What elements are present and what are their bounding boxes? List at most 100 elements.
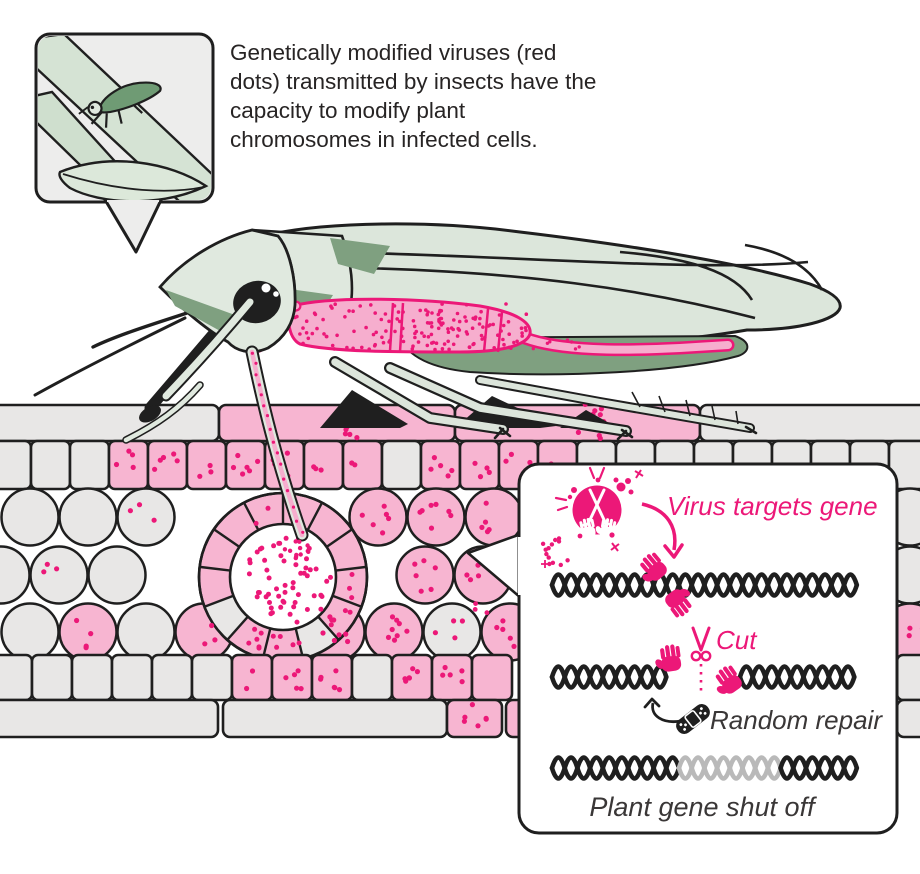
virus-dot — [324, 578, 330, 584]
tissue-cell — [190, 653, 234, 702]
virus-dot — [301, 326, 305, 330]
virus-dot — [414, 669, 420, 675]
virus-dot — [496, 333, 500, 338]
virus-dot — [386, 515, 392, 522]
virus-dot — [351, 346, 355, 351]
virus-dot — [278, 553, 284, 559]
virus-dot — [347, 609, 353, 615]
virus-dot — [358, 304, 363, 308]
virus-dot — [475, 573, 482, 579]
virus-dot — [264, 567, 270, 573]
virus-dot — [246, 571, 252, 577]
virus-dot — [392, 304, 397, 308]
virus-dot — [452, 318, 456, 322]
virus-dot — [333, 668, 339, 674]
tissue-cell — [0, 653, 34, 702]
virus-dot — [294, 519, 299, 523]
virus-dot — [292, 600, 298, 605]
tissue-cell-round — [116, 487, 176, 547]
virus-dot — [384, 329, 388, 333]
virus-dot — [447, 347, 451, 352]
virus-dot — [274, 644, 280, 650]
virus-dot — [282, 547, 288, 552]
virus-dot — [387, 319, 391, 324]
leg-bristles — [631, 391, 739, 425]
virus-scissors-icon — [586, 488, 608, 526]
mini-insect-head — [87, 100, 103, 117]
front-foot — [123, 382, 203, 443]
virus-dot — [370, 522, 376, 528]
virus-dot — [507, 332, 512, 337]
mini-insect-body — [97, 81, 162, 114]
virus-dot — [436, 326, 441, 331]
virus-dot — [575, 429, 582, 435]
virus-dot — [127, 508, 133, 514]
virus-dot — [254, 636, 260, 642]
virus-dot — [550, 560, 556, 565]
gene-editing-callout: Virus targets gene Cut Random repair Pla… — [466, 462, 899, 835]
virus-dot — [277, 634, 283, 639]
virus-dot — [313, 466, 319, 472]
virus-dot — [383, 312, 388, 316]
virus-dot — [509, 346, 513, 350]
virus-dot — [448, 512, 454, 519]
caption: Genetically modified viruses (red dots) … — [230, 40, 596, 152]
ring-divider — [306, 502, 324, 531]
virus-dot — [311, 593, 317, 599]
virus-dot — [389, 626, 395, 633]
tissue-cell — [224, 439, 267, 491]
hindgut-tube — [521, 334, 732, 354]
virus-dot — [508, 451, 514, 457]
scissors-icon — [690, 626, 712, 662]
virus-dot — [438, 321, 443, 325]
front-femur — [162, 298, 254, 400]
virus-dot — [207, 462, 213, 469]
virus-dot — [484, 610, 490, 616]
tissue-cell — [390, 653, 434, 702]
virus-dot — [276, 593, 282, 599]
virus-dot — [452, 635, 458, 641]
virus-dot — [258, 630, 264, 636]
virus-dot — [558, 562, 563, 568]
repair-loop-arrow-icon — [651, 702, 682, 724]
virus-dot — [373, 311, 378, 315]
virus-dot — [315, 326, 319, 331]
virus-dot — [470, 326, 475, 331]
tissue-cell — [380, 439, 423, 491]
virus-dot — [304, 607, 310, 612]
ring-divider — [335, 565, 367, 572]
virus-particle-spray — [540, 536, 570, 568]
virus-dot — [235, 452, 241, 459]
virus-dot — [343, 631, 349, 637]
virus-dot — [425, 343, 430, 348]
virus-dot — [359, 512, 365, 518]
virus-dot — [544, 551, 549, 557]
virus-dot — [413, 331, 417, 336]
virus-dot — [429, 321, 434, 325]
virus-dot — [259, 393, 263, 397]
virus-dot — [278, 604, 284, 610]
virus-spikes — [567, 477, 634, 539]
virus-dot — [301, 530, 305, 534]
virus-dots-spray — [282, 539, 311, 561]
virus-dot — [515, 339, 519, 344]
cheek-patch — [166, 290, 235, 332]
virus-dot — [247, 557, 253, 563]
virus-dot — [422, 334, 427, 339]
virus-dot — [413, 573, 419, 579]
virus-dot — [380, 335, 384, 340]
virus-dot — [502, 342, 506, 347]
claws — [493, 425, 758, 441]
virus-dot — [484, 465, 490, 471]
virus-dot — [74, 617, 80, 624]
hind-leg — [386, 364, 630, 435]
virus-dot — [469, 702, 475, 708]
virus-dot — [401, 310, 405, 314]
virus-dot — [329, 304, 333, 309]
virus-dot — [477, 322, 482, 326]
eye-highlight — [261, 283, 271, 293]
virus-dot — [327, 614, 333, 620]
virus-dot — [512, 340, 516, 345]
virus-dot — [420, 331, 424, 335]
virus-dot — [488, 323, 492, 327]
